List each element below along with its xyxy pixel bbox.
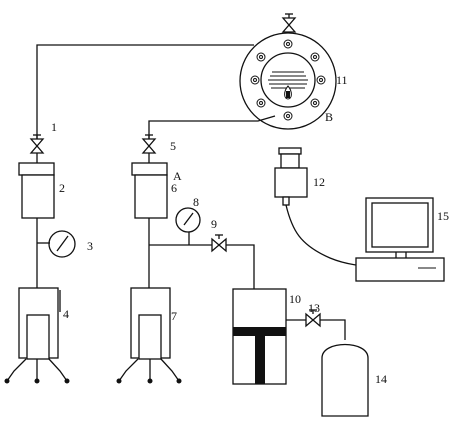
label-1: 1: [51, 120, 57, 134]
label-B: B: [325, 110, 333, 124]
gas-container-10: [232, 288, 287, 385]
pressure-gauge-3-icon: [48, 230, 76, 258]
top-valve-icon: [281, 13, 297, 33]
gas-cylinder-14: [321, 343, 369, 417]
label-13: 13: [308, 301, 320, 315]
piston-container-2: [18, 162, 55, 219]
label-8: 8: [193, 195, 199, 209]
component-labels: 1 2 3 4 5 A 6 7 8 9 10 11 B 12 13 14 15: [51, 73, 449, 386]
camera-12: [274, 147, 308, 206]
label-6: 6: [171, 181, 177, 195]
label-12: 12: [313, 175, 325, 189]
label-2: 2: [59, 181, 65, 195]
valve-13-icon: [305, 309, 321, 328]
bolt-holes: [250, 39, 326, 121]
label-7: 7: [171, 309, 177, 323]
valve-5-icon: [141, 134, 157, 154]
valve-1-icon: [29, 134, 45, 154]
label-10: 10: [289, 292, 301, 306]
piston-container-6: [131, 162, 168, 219]
top-piping: [36, 14, 290, 152]
label-5: 5: [170, 139, 176, 153]
label-14: 14: [375, 372, 387, 386]
label-15: 15: [437, 209, 449, 223]
pump-4: [4, 287, 70, 384]
pressure-vessel-11: [239, 32, 337, 130]
label-3: 3: [87, 239, 93, 253]
valve-9-icon: [211, 234, 227, 253]
computer-15: [355, 197, 445, 282]
label-A: A: [173, 169, 182, 183]
label-11: 11: [336, 73, 348, 87]
pressure-gauge-8-icon: [175, 207, 201, 233]
pump-7: [116, 287, 182, 384]
label-9: 9: [211, 217, 217, 231]
label-4: 4: [63, 307, 69, 321]
